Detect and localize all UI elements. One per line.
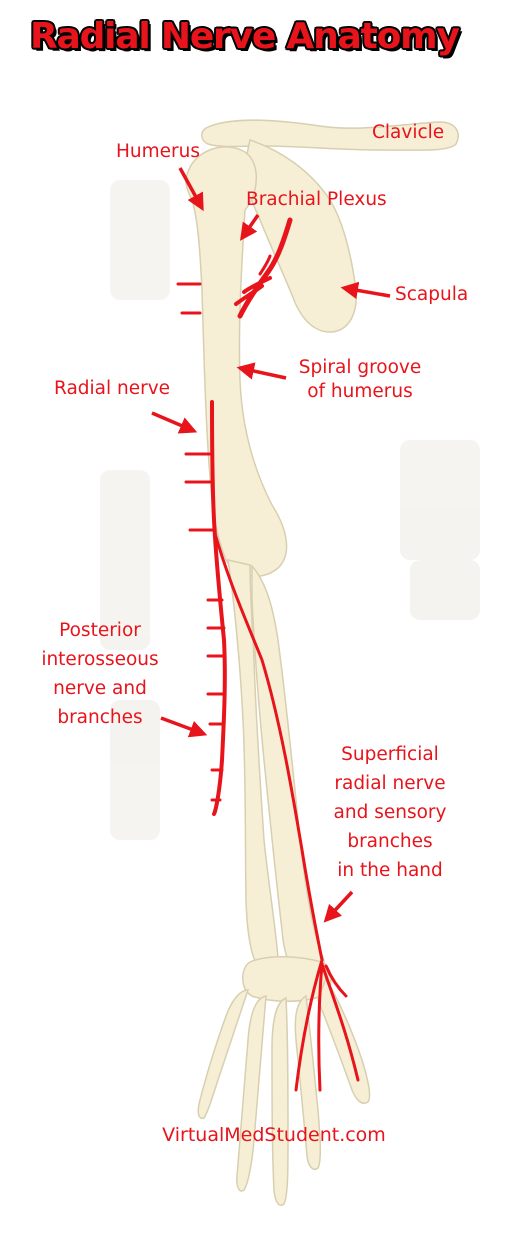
arrow-brachial-plexus: [240, 214, 260, 241]
label-posterior-interosseous: Posterior interosseous nerve and branche…: [30, 616, 170, 732]
arrow-radial-nerve: [151, 411, 198, 434]
finger-index: [294, 994, 322, 1170]
finger-ring: [236, 995, 267, 1192]
hand-branch-1: [294, 958, 324, 1092]
hand-branch-2: [317, 962, 324, 1092]
arrow-humerus: [178, 167, 204, 212]
label-line: Posterior: [59, 620, 141, 641]
label-humerus: Humerus: [116, 141, 201, 162]
arrow-superficial-radial: [323, 890, 354, 923]
label-line: branches: [347, 831, 433, 852]
label-clavicle: Clavicle: [372, 122, 445, 143]
arrows: [151, 167, 391, 923]
label-line: and sensory: [333, 802, 447, 823]
brachial-plexus-branch-3: [258, 254, 272, 276]
brachial-plexus-branch-2: [234, 284, 264, 306]
hand-branch-4: [324, 964, 348, 998]
finger-thumb: [317, 976, 371, 1104]
brachial-plexus-cord: [237, 217, 293, 319]
page-title: Radial Nerve Anatomy: [30, 16, 460, 57]
hand-branch-3: [320, 962, 360, 1082]
label-spiral-groove: Spiral groove of humerus: [290, 356, 430, 404]
label-line: of humerus: [307, 381, 413, 402]
label-brachial-plexus: Brachial Plexus: [246, 189, 387, 210]
label-radial-nerve: Radial nerve: [54, 378, 171, 399]
background-silhouette: [100, 180, 480, 840]
finger-middle: [271, 996, 289, 1206]
label-line: interosseous: [41, 649, 159, 670]
superficial-radial-nerve: [212, 528, 324, 962]
label-line: branches: [57, 707, 143, 728]
arrow-scapula: [340, 281, 391, 300]
label-line: nerve and: [53, 678, 147, 699]
label-line: in the hand: [337, 860, 443, 881]
label-line: radial nerve: [334, 773, 446, 794]
scapula-bone: [245, 139, 358, 333]
label-scapula: Scapula: [395, 284, 469, 305]
brachial-plexus-branch-1: [242, 276, 272, 294]
finger-little: [197, 989, 250, 1120]
label-superficial-radial: Superficial radial nerve and sensory bra…: [320, 740, 460, 885]
arrow-posterior-interosseous: [160, 716, 208, 738]
arrow-spiral-groove: [236, 362, 287, 380]
radial-nerve: [176, 217, 360, 1092]
footer-credit: VirtualMedStudent.com: [162, 1124, 386, 1146]
label-line: Spiral groove: [298, 357, 422, 378]
label-line: Superficial: [341, 744, 439, 765]
